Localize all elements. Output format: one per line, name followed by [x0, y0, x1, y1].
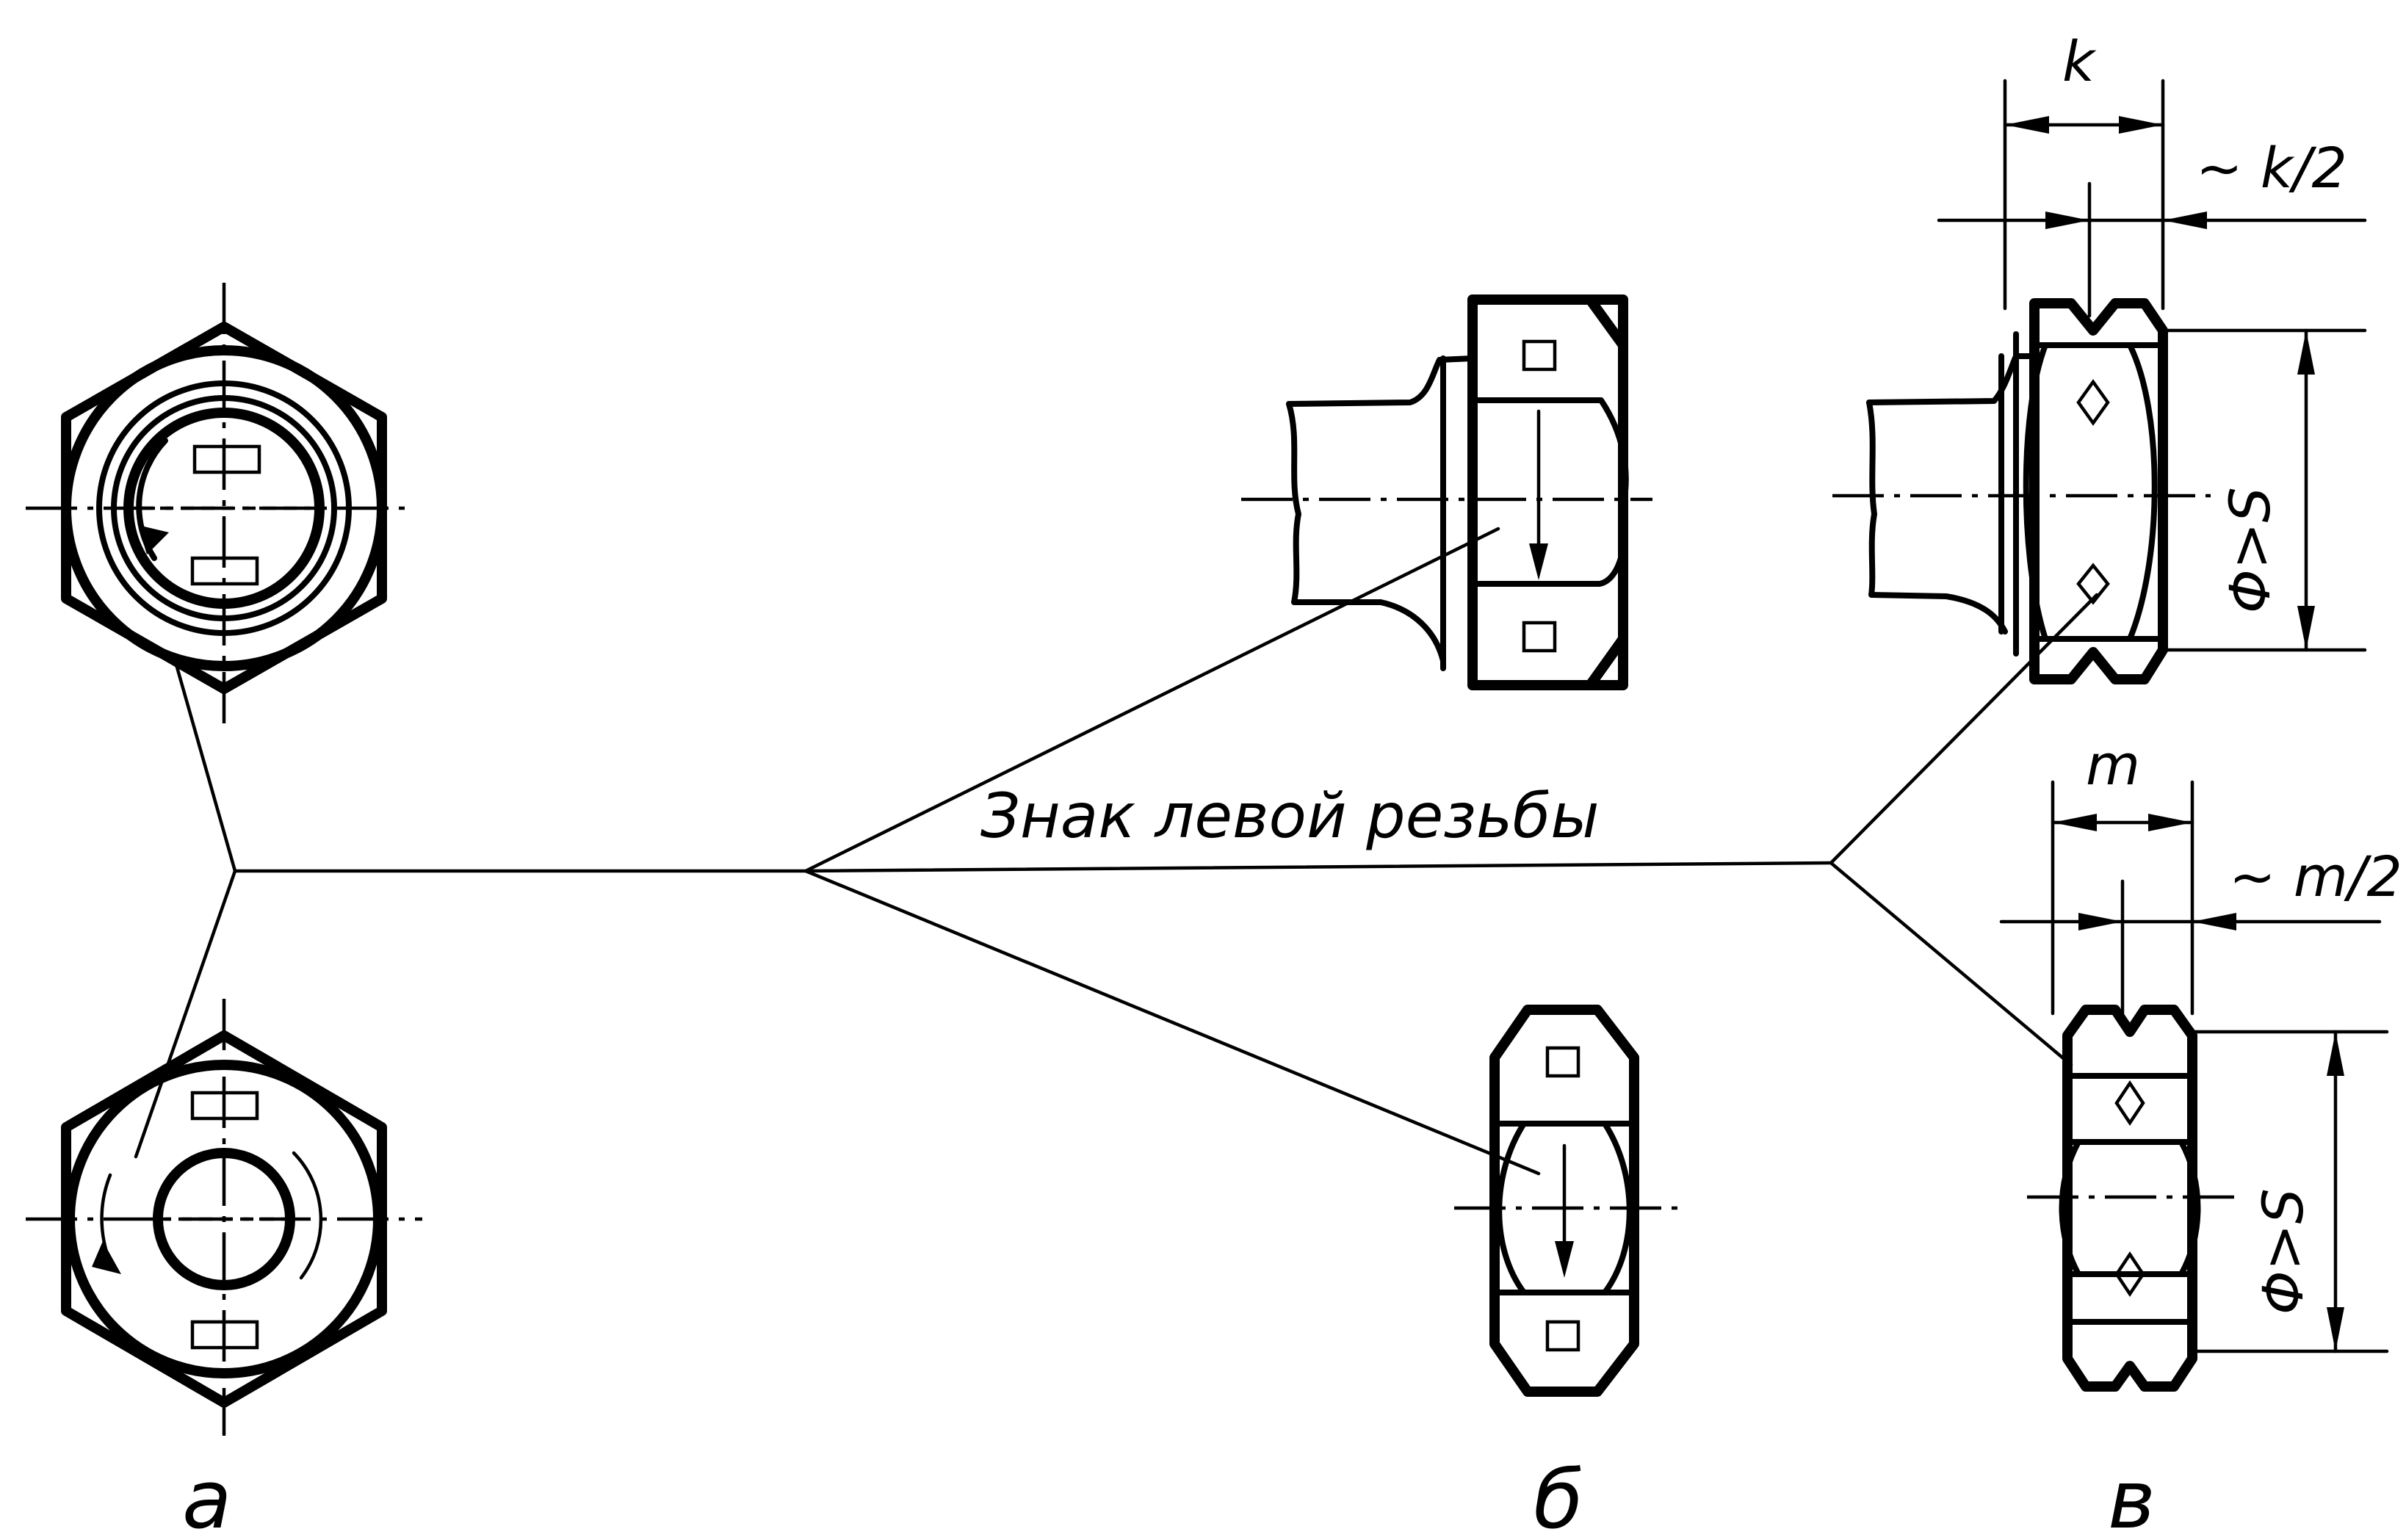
dimension-label-m: m	[2086, 732, 2140, 798]
dimension-label-k: k	[2062, 29, 2097, 94]
view-a-top-hexagon	[26, 283, 411, 731]
dimension-label-phi-top: Φ>S	[2217, 487, 2283, 613]
view-b-bolt-side	[1241, 294, 1652, 690]
view-b-nut-side	[1454, 1005, 1678, 1397]
dimension-label-phi-bottom: Φ>S	[2250, 1188, 2316, 1315]
view-a-bottom-hexagon	[26, 999, 422, 1436]
dimension-label-m-half: ~ m/2	[2229, 844, 2402, 909]
view-v-bolt-side	[1832, 298, 2211, 684]
dimension-m	[1999, 780, 2382, 1016]
dimension-phi-top	[2161, 328, 2367, 652]
left-thread-caption: Знак левой резьбы	[980, 780, 1600, 852]
dimension-k	[1937, 79, 2367, 318]
view-label-v: в	[2108, 1453, 2156, 1540]
leader-lines	[134, 527, 2099, 1176]
view-label-b: б	[1533, 1453, 1583, 1540]
dimension-label-k-half: ~ k/2	[2196, 135, 2347, 200]
view-v-nut-side	[2027, 1005, 2240, 1392]
dimension-phi-bottom	[2190, 1030, 2389, 1353]
view-label-a: а	[182, 1453, 231, 1540]
